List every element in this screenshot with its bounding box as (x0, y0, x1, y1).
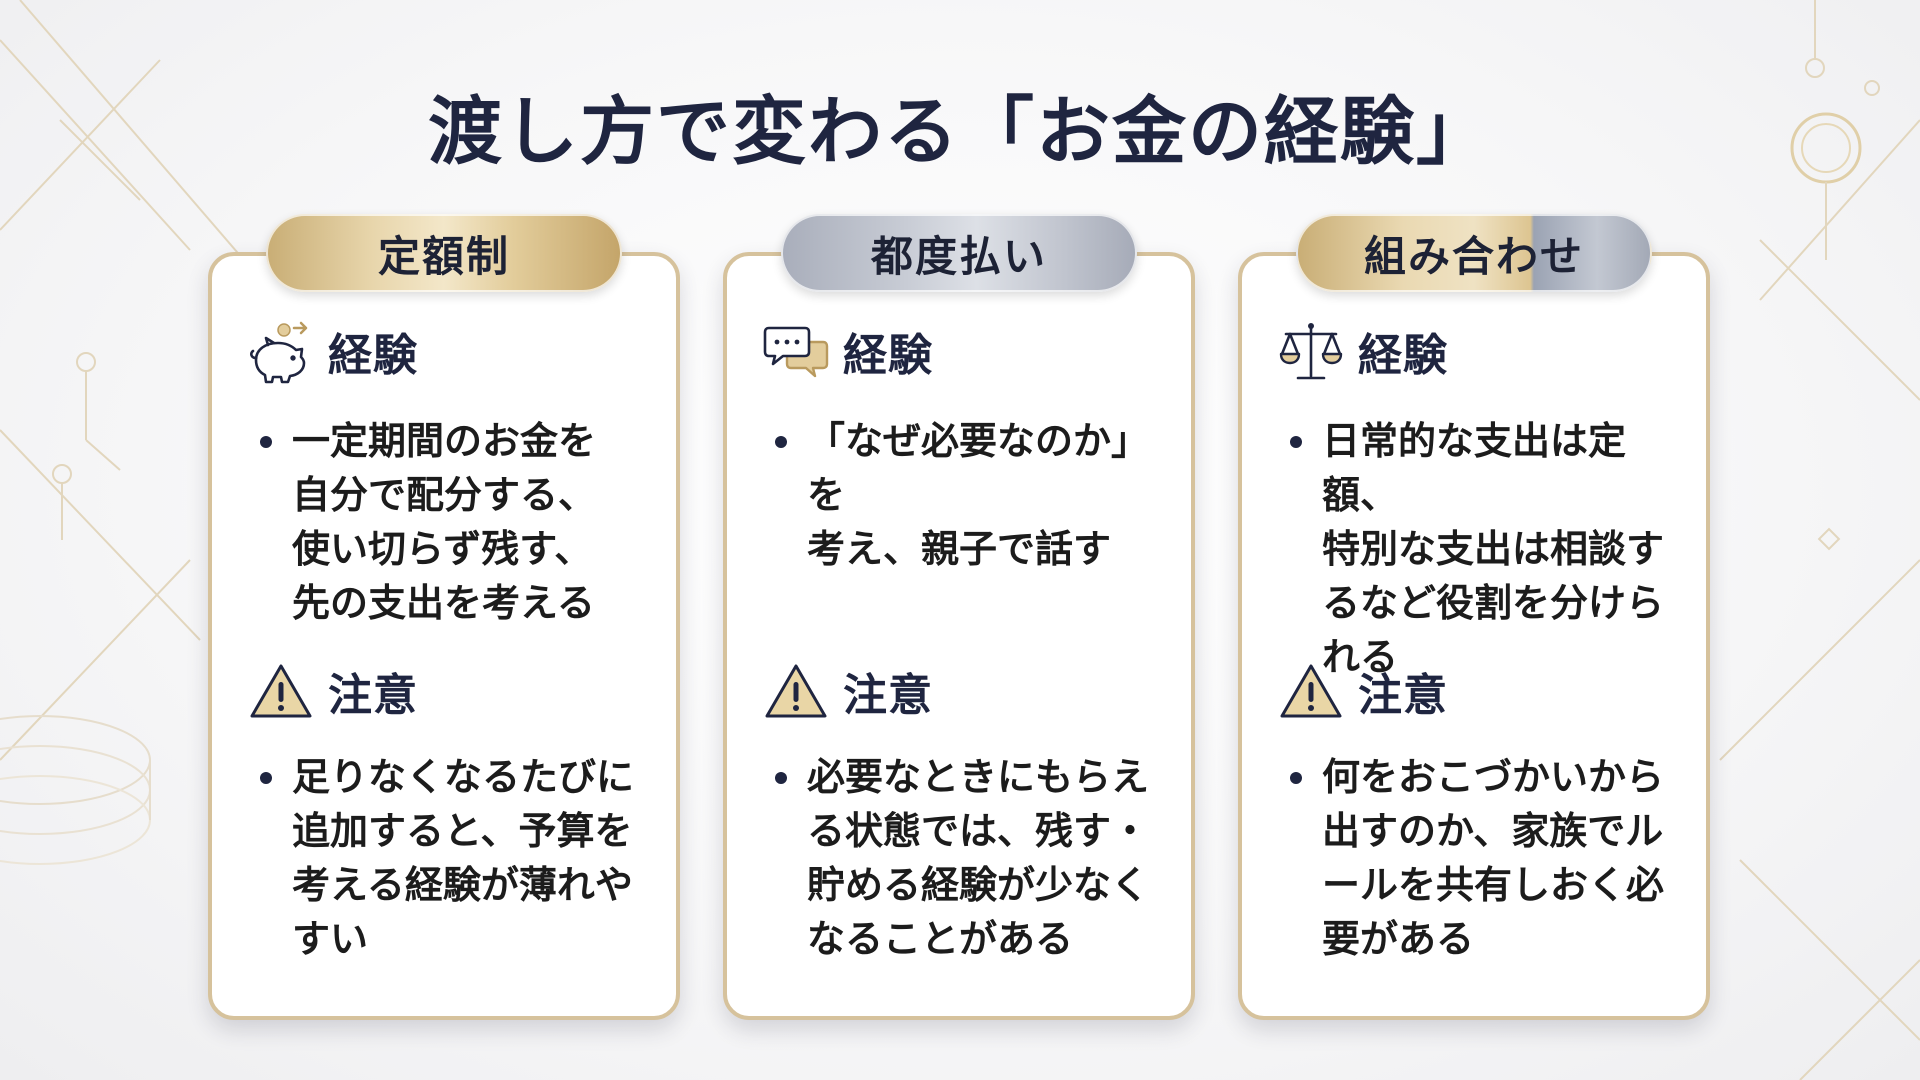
card-label-pill: 都度払い (781, 214, 1137, 292)
experience-bullet: 日常的な支出は定額、 特別な支出は相談す るなど役割を分けら れる (1290, 414, 1686, 684)
card-label-pill: 組み合わせ (1296, 214, 1652, 292)
caution-heading: 注意 (1276, 656, 1448, 726)
warning-icon (250, 664, 312, 718)
caution-bullet: 必要なときにもらえ る状態では、残す・ 貯める経験が少なく なることがある (775, 750, 1171, 966)
experience-bullet: 一定期間のお金を 自分で配分する、 使い切らず残す、 先の支出を考える (260, 414, 656, 630)
caution-text: 必要なときにもらえ る状態では、残す・ 貯める経験が少なく なることがある (807, 755, 1150, 961)
caution-label: 注意 (328, 670, 418, 721)
experience-label: 経験 (328, 330, 418, 381)
experience-label: 経験 (843, 330, 933, 381)
experience-text: 日常的な支出は定額、 特別な支出は相談す るなど役割を分けら れる (1322, 419, 1665, 679)
bullet-dot (1290, 436, 1302, 448)
experience-label: 経験 (1358, 330, 1448, 381)
card-pay-as-needed: 都度払い 経験 「なぜ必要なのか」を 考え、親子で話す 注意 必要なときにもらえ… (723, 214, 1195, 1020)
warning-icon (765, 664, 827, 718)
caution-text: 何をおこづかいから 出すのか、家族でル ールを共有しおく必 要がある (1322, 755, 1665, 961)
experience-text: 「なぜ必要なのか」を 考え、親子で話す (807, 419, 1150, 571)
card-combination: 組み合わせ 経験 日常的な支出は定額、 特別な支出は相談す るなど役割を分けら … (1238, 214, 1710, 1020)
caution-text: 足りなくなるたびに 追加すると、予算を 考える経験が薄れや すい (292, 755, 635, 961)
caution-heading: 注意 (761, 656, 933, 726)
piggy-bank-icon (250, 321, 308, 384)
card-fixed-amount: 定額制 経験 一定期間のお金を 自分で配分する、 使い切らず残す、 先の支出を考… (208, 214, 680, 1020)
bullet-dot (1290, 772, 1302, 784)
page-title: 渡し方で変わる「お金の経験」 (428, 89, 1492, 175)
caution-bullet: 何をおこづかいから 出すのか、家族でル ールを共有しおく必 要がある (1290, 750, 1686, 966)
experience-heading: 経験 (761, 316, 933, 386)
bullet-dot (260, 772, 272, 784)
experience-text: 一定期間のお金を 自分で配分する、 使い切らず残す、 先の支出を考える (292, 419, 597, 625)
balance-scale-icon (1279, 323, 1343, 380)
warning-icon (1280, 664, 1342, 718)
card-label-pill: 定額制 (266, 214, 622, 292)
bullet-dot (775, 436, 787, 448)
bullet-dot (260, 436, 272, 448)
bullet-dot (775, 772, 787, 784)
experience-bullet: 「なぜ必要なのか」を 考え、親子で話す (775, 414, 1171, 576)
caution-label: 注意 (843, 670, 933, 721)
caution-label: 注意 (1358, 670, 1448, 721)
experience-heading: 経験 (246, 316, 418, 386)
caution-heading: 注意 (246, 656, 418, 726)
speech-bubbles-icon (763, 326, 829, 378)
caution-bullet: 足りなくなるたびに 追加すると、予算を 考える経験が薄れや すい (260, 750, 656, 966)
experience-heading: 経験 (1276, 316, 1448, 386)
